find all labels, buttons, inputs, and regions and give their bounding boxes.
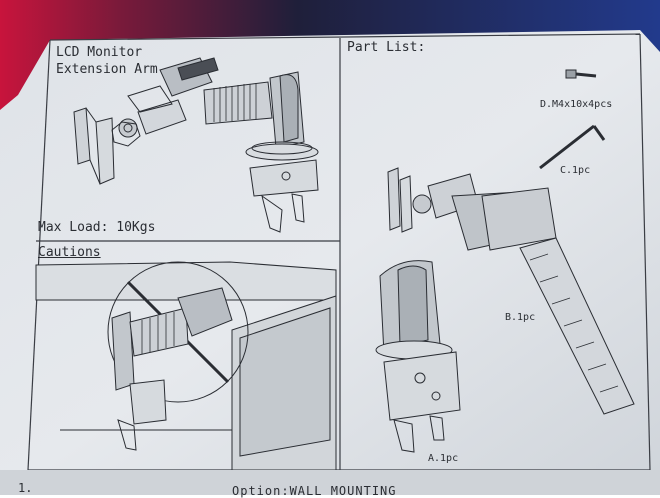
extension-arm-drawing <box>73 57 319 233</box>
title-line-2: Extension Arm <box>56 62 158 77</box>
product-title: LCD Monitor Extension Arm <box>56 44 158 78</box>
screw-icon <box>565 69 597 79</box>
part-list-heading: Part List: <box>347 40 426 55</box>
hex-key-icon <box>539 124 606 170</box>
cautions-drawing <box>35 261 337 471</box>
option-heading: Option:WALL MOUNTING <box>232 484 397 498</box>
part-c-label: C.1pc <box>560 165 591 176</box>
title-line-1: LCD Monitor <box>56 45 143 60</box>
max-load-label: Max Load: 10Kgs <box>38 220 156 235</box>
part-d-label: D.M4x10x4pcs <box>540 99 613 110</box>
cautions-heading: Cautions <box>38 245 101 260</box>
part-b-label: B.1pc <box>505 312 536 323</box>
part-a-label: A.1pc <box>428 453 459 464</box>
step-number: 1. <box>18 481 33 495</box>
part-list-drawing <box>375 69 635 453</box>
